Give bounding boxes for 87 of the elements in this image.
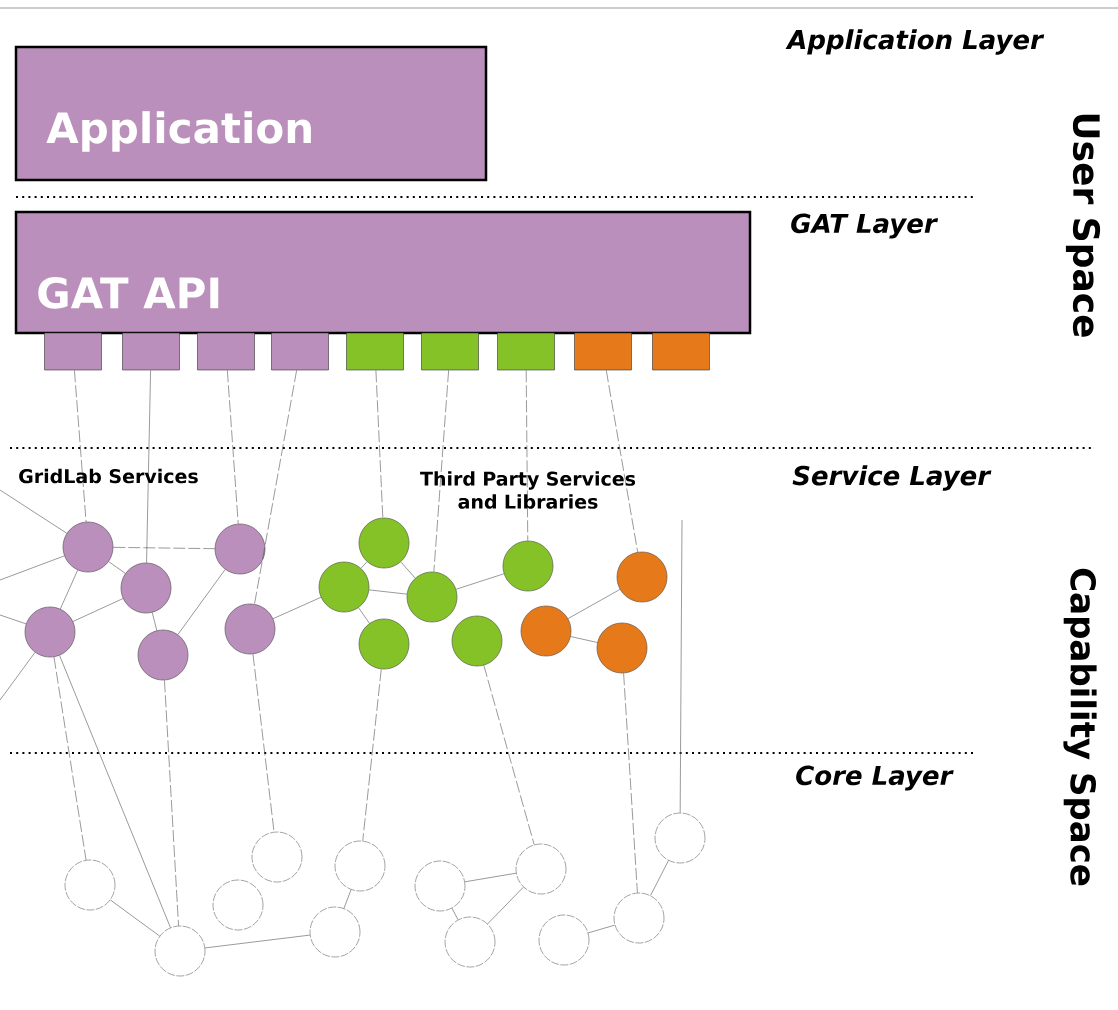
connector-line: [59, 655, 171, 928]
port-box: [346, 332, 404, 371]
port-box: [421, 332, 479, 371]
service-circle: [502, 540, 554, 592]
connector-line: [451, 908, 459, 920]
connector-line: [0, 614, 27, 625]
connector-line: [110, 899, 160, 937]
connector-line: [254, 370, 297, 605]
connector-line: [151, 612, 158, 631]
service-circle: [224, 603, 276, 655]
connector-line: [588, 924, 616, 934]
connector-line: [464, 872, 517, 883]
service-circle: [62, 521, 114, 573]
service-circle: [616, 551, 668, 603]
service-circle: [520, 605, 572, 657]
connector-line: [605, 370, 638, 553]
connector-line: [204, 934, 311, 949]
service-circle: [214, 523, 266, 575]
core-circle: [613, 892, 665, 944]
service-circle: [120, 562, 172, 614]
connector-line: [108, 561, 126, 574]
connector-line: [455, 573, 505, 590]
service-circle: [358, 517, 410, 569]
connector-line: [60, 569, 78, 610]
core-circle: [515, 843, 567, 895]
connector-line: [433, 370, 449, 573]
connector-line: [487, 886, 524, 925]
connector-line: [358, 607, 370, 624]
connector-line: [360, 561, 368, 569]
connector-line: [177, 569, 226, 635]
connector-line: [375, 370, 384, 519]
service-circle: [137, 629, 189, 681]
core-circle: [212, 879, 264, 931]
connector-line: [146, 370, 151, 563]
service-circle: [596, 622, 648, 674]
connector-line: [227, 370, 239, 525]
service-circle: [358, 618, 410, 670]
application-box: Application: [14, 45, 488, 182]
connector-line: [343, 889, 352, 909]
connector-line: [362, 668, 382, 842]
connector-line: [74, 370, 87, 523]
layer-label: GAT Layer: [791, 213, 939, 239]
connector-line: [72, 598, 124, 622]
space-label: User Space: [1065, 114, 1101, 337]
connector-line: [0, 489, 68, 534]
connector-line: [567, 589, 621, 619]
port-box: [44, 332, 102, 371]
layer-label: Service Layer: [792, 465, 992, 491]
core-circle: [654, 812, 706, 864]
connector-line: [0, 652, 36, 701]
service-circle: [24, 606, 76, 658]
port-box: [497, 332, 555, 371]
connector-line: [525, 370, 529, 541]
core-circle: [334, 840, 386, 892]
group-label: GridLab Services: [19, 468, 198, 484]
port-box: [122, 332, 180, 371]
connector-line: [164, 679, 179, 927]
connector-line: [483, 665, 535, 845]
port-box: [197, 332, 255, 371]
core-circle: [154, 925, 206, 977]
core-circle: [64, 859, 116, 911]
group-label: Third Party Services and Libraries: [420, 471, 636, 509]
connector-line: [113, 547, 215, 549]
connector-line: [400, 561, 416, 579]
core-circle: [309, 906, 361, 958]
connector-line: [0, 555, 65, 581]
core-circle: [444, 916, 496, 968]
core-circle: [251, 831, 303, 883]
connector-line: [368, 589, 408, 595]
connector-line: [679, 519, 683, 813]
port-box: [574, 332, 632, 371]
layer-label: Core Layer: [796, 765, 954, 791]
connector-line: [650, 860, 669, 896]
service-circle: [406, 571, 458, 623]
core-circle: [538, 914, 590, 966]
connector-line: [623, 672, 638, 894]
connector-line: [272, 597, 322, 619]
api-box: GAT API: [14, 210, 752, 335]
layer-label: Application Layer: [785, 29, 1045, 55]
space-label: Capability Space: [1063, 568, 1097, 886]
service-circle: [451, 615, 503, 667]
connector-line: [570, 636, 598, 643]
port-box: [271, 332, 329, 371]
service-circle: [318, 561, 370, 613]
connector-line: [53, 656, 87, 861]
port-box: [652, 332, 710, 371]
core-circle: [414, 860, 466, 912]
